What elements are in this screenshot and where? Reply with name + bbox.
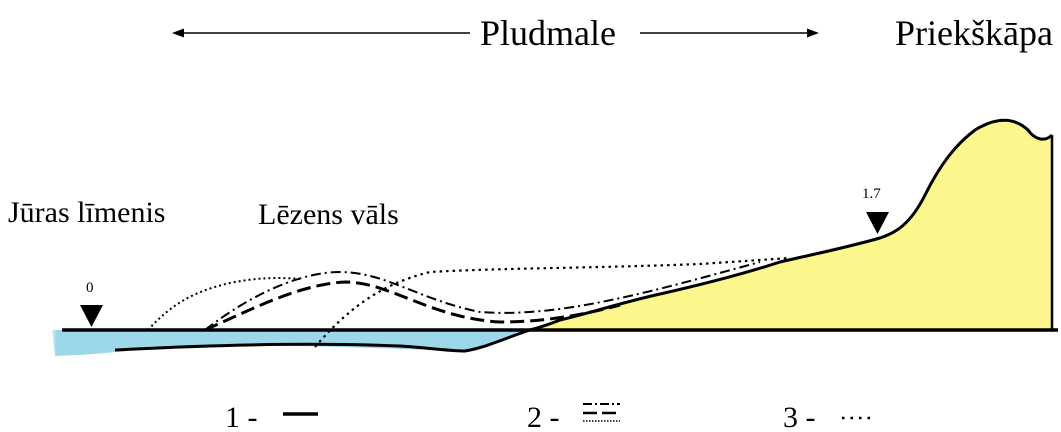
beach-label: Pludmale xyxy=(480,13,616,53)
profile-3-dotted-left xyxy=(147,277,301,331)
legend: 1 - 2 - 3 - xyxy=(225,401,872,432)
header: Pludmale Priekškāpa xyxy=(172,13,1053,53)
arrow-right-icon xyxy=(807,28,819,38)
triangle-marker-icon xyxy=(866,212,889,234)
legend-item-2-label: 2 - xyxy=(527,401,560,432)
water-spray xyxy=(50,328,130,358)
marker-zero-label: 0 xyxy=(86,280,94,296)
profile-3-dotted-main xyxy=(314,256,791,348)
profile-2-dashed xyxy=(204,280,621,332)
legend-dash-swatch xyxy=(583,403,620,422)
legend-item-3-label: 3 - xyxy=(783,401,816,432)
sand-dune xyxy=(530,120,1052,330)
profile-2-dashdot xyxy=(204,261,761,331)
marker-high-label: 1.7 xyxy=(862,186,881,202)
legend-item-1-label: 1 - xyxy=(225,401,258,432)
foredune-label: Priekškāpa xyxy=(895,13,1053,53)
arrow-left-icon xyxy=(172,28,184,38)
sea-level-label: Jūras līmenis xyxy=(8,196,166,229)
flat-ridge-label: Lēzens vāls xyxy=(258,198,399,231)
marker-zero: 0 xyxy=(80,280,103,327)
profile-1-solid xyxy=(114,118,1054,353)
marker-high: 1.7 xyxy=(862,186,889,234)
triangle-marker-icon xyxy=(80,305,103,327)
